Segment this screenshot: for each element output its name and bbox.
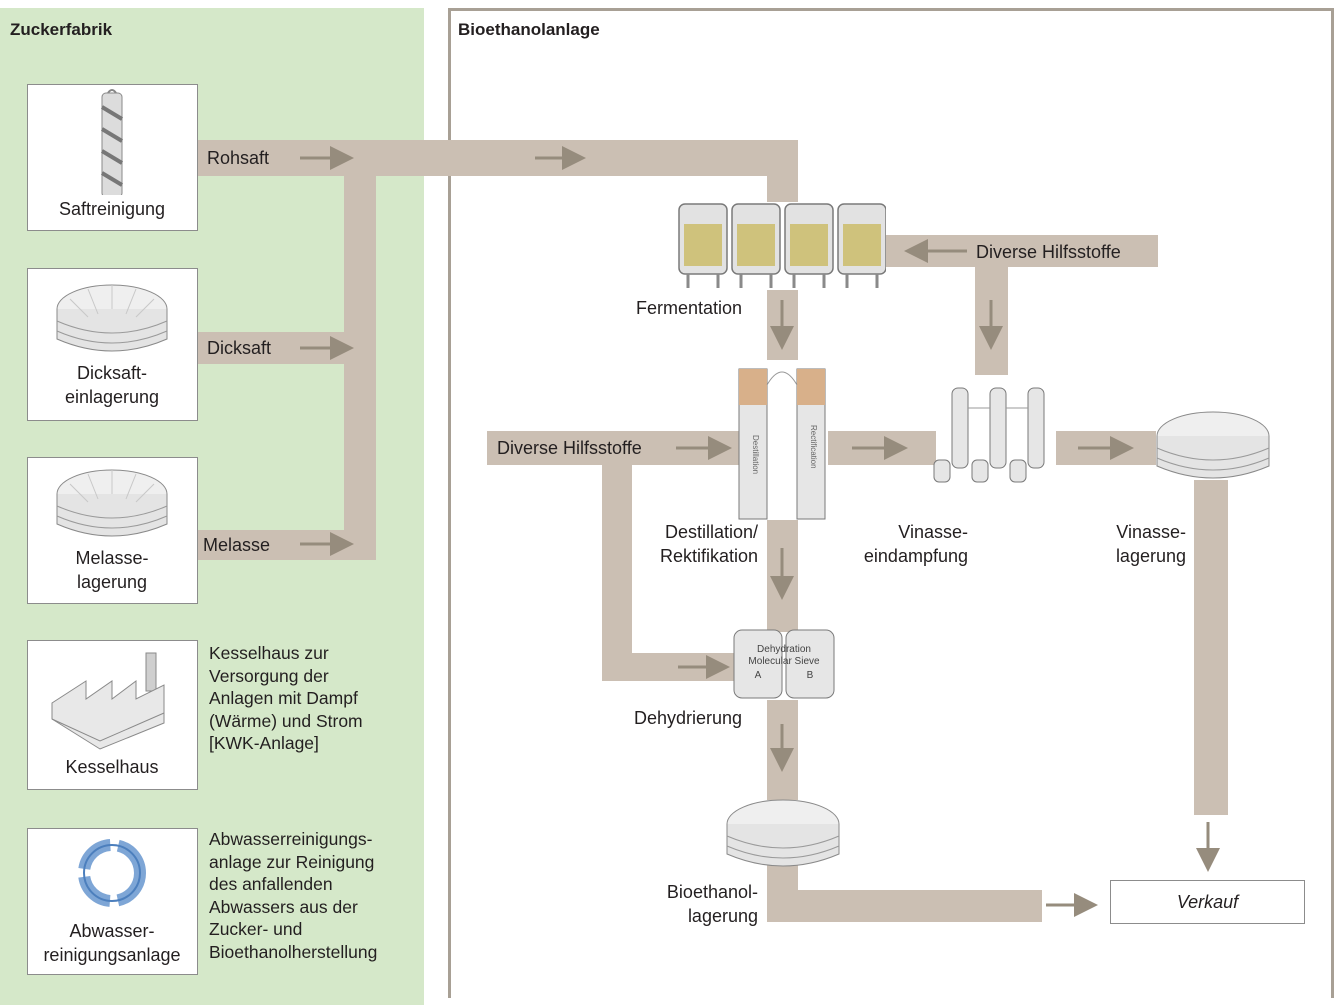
bioethanol-storage-label: Bioethanol- lagerung [666, 882, 758, 926]
wastewater-plant-box: Abwasser- reinigungsanlage [27, 828, 198, 975]
auxiliaries-left-drop-band [602, 431, 632, 681]
sugar-factory-title: Zuckerfabrik [10, 20, 113, 39]
molasses-storage-label: Melasse- lagerung [75, 548, 149, 592]
dehydration-label: Dehydrierung [634, 708, 743, 728]
vinasse-storage-label: Vinasse- lagerung [1115, 522, 1186, 566]
boiler-house-description: Kesselhaus zur Versorgung der Anlagen mi… [209, 643, 363, 754]
juice-purification-icon [100, 89, 124, 198]
thick-juice-label: Dicksaft [207, 338, 272, 358]
thick-juice-tank-icon [56, 284, 168, 352]
flow-arrows [300, 146, 1220, 917]
thick-juice-storage-label: Dicksaft- einlagerung [64, 363, 160, 407]
dehydration-subtitle-text: Molecular Sieve [748, 656, 820, 667]
molasses-storage-box: Melasse- lagerung [27, 457, 198, 604]
raw-juice-drop-band [767, 140, 798, 202]
fermentation-tanks-icon [678, 203, 886, 288]
rectification-column-text: Rectification [809, 425, 818, 469]
fermentation-label: Fermentation [636, 298, 743, 318]
distillation-columns-icon: Destillation Rectification [738, 368, 826, 520]
recycle-icon [78, 839, 146, 907]
distillation-column-text: Destillation [751, 435, 760, 474]
vinasse-tank-icon [1156, 411, 1270, 479]
sieve-b-text: B [807, 670, 814, 681]
factory-icon [51, 652, 165, 750]
juice-purification-box: Saftreinigung [27, 84, 198, 231]
juice-purification-label: Saftreinigung [58, 199, 166, 219]
sale-box: Verkauf [1110, 880, 1305, 924]
auxiliaries-top-label: Diverse Hilfsstoffe [976, 242, 1121, 262]
distillation-label: Destillation/ Rektifikation [659, 522, 758, 566]
wastewater-plant-description: Abwasserreinigungs- anlage zur Reinigung… [209, 829, 378, 962]
dehydration-title-text: Dehydration [757, 644, 811, 655]
bioethanol-sale-band [767, 890, 1042, 922]
sieve-a-text: A [755, 670, 762, 681]
raw-juice-label: Rohsaft [207, 148, 270, 168]
wastewater-plant-label: Abwasser- reinigungsanlage [43, 921, 181, 965]
vinasse-evaporation-label: Vinasse- eindampfung [863, 522, 968, 566]
boiler-house-box: Kesselhaus [27, 640, 198, 790]
vinasse-evaporator-icon [933, 387, 1045, 483]
vinasse-storage-down-band [1194, 480, 1228, 815]
auxiliaries-left-label: Diverse Hilfsstoffe [497, 438, 642, 458]
bioethanol-plant-zone [448, 8, 1334, 998]
molecular-sieve-icon: Dehydration Molecular Sieve A B [733, 629, 835, 699]
thick-juice-storage-box: Dicksaft- einlagerung [27, 268, 198, 421]
bioethanol-tank-icon [726, 799, 840, 867]
molasses-tank-icon [56, 469, 168, 537]
molasses-label: Melasse [203, 535, 271, 555]
boiler-house-label: Kesselhaus [65, 757, 159, 777]
raw-juice-band [198, 140, 798, 176]
bioethanol-plant-title: Bioethanolanlage [458, 20, 600, 39]
